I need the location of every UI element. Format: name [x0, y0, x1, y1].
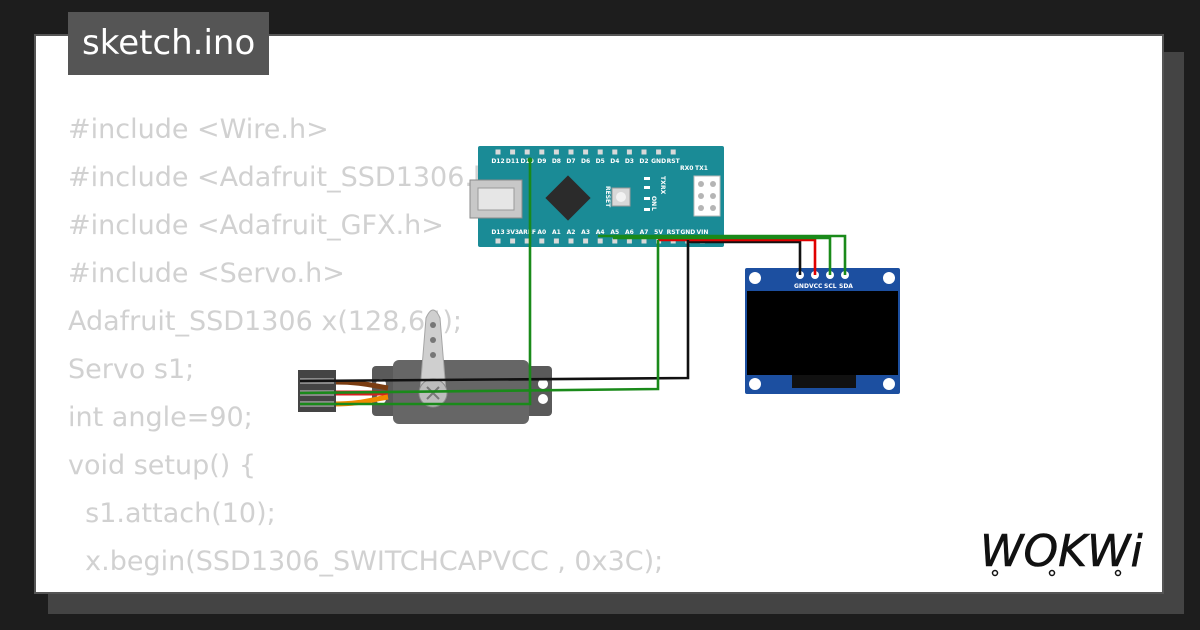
pin-top_pins-4[interactable] [553, 149, 559, 155]
pin-label: 5V [654, 229, 663, 236]
led-label-tx: TX [659, 176, 666, 185]
pin-label: A4 [596, 229, 605, 236]
code-line: #include <Adafruit_GFX.h> [68, 210, 444, 241]
icsp-header [693, 175, 721, 217]
wire-oled-vcc[interactable] [658, 238, 817, 275]
code-line: #include <Wire.h> [68, 114, 329, 145]
wires [299, 157, 847, 406]
code-line: Servo s1; [68, 354, 195, 385]
pin-top_pins-5[interactable] [568, 149, 574, 155]
pin-label: D10 [521, 158, 534, 165]
pin-top_pins-8[interactable] [612, 149, 618, 155]
microcontroller-chip [545, 175, 591, 221]
pin-label: D7 [566, 158, 575, 165]
pin-top_pins-0[interactable] [495, 149, 501, 155]
oled-pin-sda: SDA [839, 283, 853, 290]
pin-label: D3 [625, 158, 634, 165]
pin-bottom_pins-9[interactable] [626, 238, 632, 244]
code-line: s1.attach(10); [68, 498, 276, 529]
pin-label: GND [680, 229, 695, 236]
wire-oled-sda[interactable] [598, 234, 847, 275]
wokwi-logo: WOKWi [980, 526, 1144, 578]
reset-label: RESET [604, 186, 611, 208]
pin-top_pins-1[interactable] [510, 149, 516, 155]
pin-top_pins-3[interactable] [539, 149, 545, 155]
file-name-tab: sketch.ino [68, 12, 270, 75]
pin-label: A6 [625, 229, 634, 236]
oled-ribbon [792, 375, 856, 388]
led-label-rx: RX [659, 185, 666, 195]
oled-display[interactable]: GND VCC SCL SDA [745, 268, 900, 394]
servo-motor[interactable] [298, 309, 552, 424]
pin-bottom_pins-2[interactable] [524, 238, 530, 244]
pin-bottom_pins-8[interactable] [612, 238, 618, 244]
oled-pin-gnd: GND [794, 283, 809, 290]
pin-top_pins-6[interactable] [583, 149, 589, 155]
pin-bottom_pins-5[interactable] [568, 238, 574, 244]
pin-top_pins-12[interactable] [670, 149, 676, 155]
pin-label: A0 [537, 229, 546, 236]
pin-label-rx0: RX0 [680, 165, 693, 172]
pin-label: AREF [518, 229, 535, 236]
code-line: #include <Servo.h> [68, 258, 345, 289]
pin-label: 3V3 [506, 229, 519, 236]
pin-bottom_pins-4[interactable] [553, 238, 559, 244]
wire-servo-gnd[interactable] [299, 240, 690, 383]
pin-label: D6 [581, 158, 590, 165]
pin-bottom_pins-1[interactable] [510, 238, 516, 244]
pin-top_pins-9[interactable] [626, 149, 632, 155]
wokwi-logo-text: WOKWi [980, 526, 1143, 577]
pin-top_pins-11[interactable] [656, 149, 662, 155]
code-line: #include <Adafruit_SSD1306.h> [68, 162, 513, 193]
pin-bottom_pins-6[interactable] [583, 238, 589, 244]
pin-bottom_pins-7[interactable] [597, 238, 603, 244]
code-line: int angle=90; [68, 402, 253, 433]
code-preview: #include <Wire.h> #include <Adafruit_SSD1… [68, 106, 664, 592]
pin-label: A3 [581, 229, 590, 236]
pin-label: GND [651, 158, 666, 165]
pin-label: A5 [610, 229, 619, 236]
led-label-l: L [650, 207, 657, 211]
pin-label: VIN [696, 229, 708, 236]
oled-pin-scl: SCL [824, 283, 837, 290]
oled-pin-vcc: VCC [809, 283, 823, 290]
pin-label: RST [667, 229, 681, 236]
wire-servo-vcc[interactable] [299, 240, 660, 395]
pin-bottom_pins-0[interactable] [495, 238, 501, 244]
oled-screen [747, 291, 898, 375]
pin-label: RST [667, 158, 681, 165]
pin-label-tx1: TX1 [695, 165, 708, 172]
wire-oled-scl[interactable] [613, 236, 832, 275]
pin-label: D9 [537, 158, 546, 165]
pin-bottom_pins-3[interactable] [539, 238, 545, 244]
pin-label: D4 [610, 158, 619, 165]
pin-label: A2 [567, 229, 576, 236]
preview-card: #include <Wire.h> #include <Adafruit_SSD1… [34, 34, 1164, 594]
pin-label: D8 [552, 158, 561, 165]
pin-label: D11 [506, 158, 519, 165]
pin-label: A7 [640, 229, 649, 236]
pin-label: D13 [491, 229, 504, 236]
pin-label: D2 [639, 158, 648, 165]
pin-label: A1 [552, 229, 561, 236]
pin-top_pins-7[interactable] [597, 149, 603, 155]
wire-servo-signal[interactable] [300, 160, 532, 406]
code-line: x.begin(SSD1306_SWITCHCAPVCC , 0x3C); [68, 546, 664, 577]
pin-bottom_pins-10[interactable] [641, 238, 647, 244]
led-label-on: ON [650, 196, 657, 206]
pin-top_pins-2[interactable] [524, 149, 530, 155]
pin-label: D12 [491, 158, 504, 165]
code-line: void setup() { [68, 450, 257, 481]
pin-top_pins-10[interactable] [641, 149, 647, 155]
pin-label: D5 [596, 158, 605, 165]
arduino-board [478, 146, 724, 247]
